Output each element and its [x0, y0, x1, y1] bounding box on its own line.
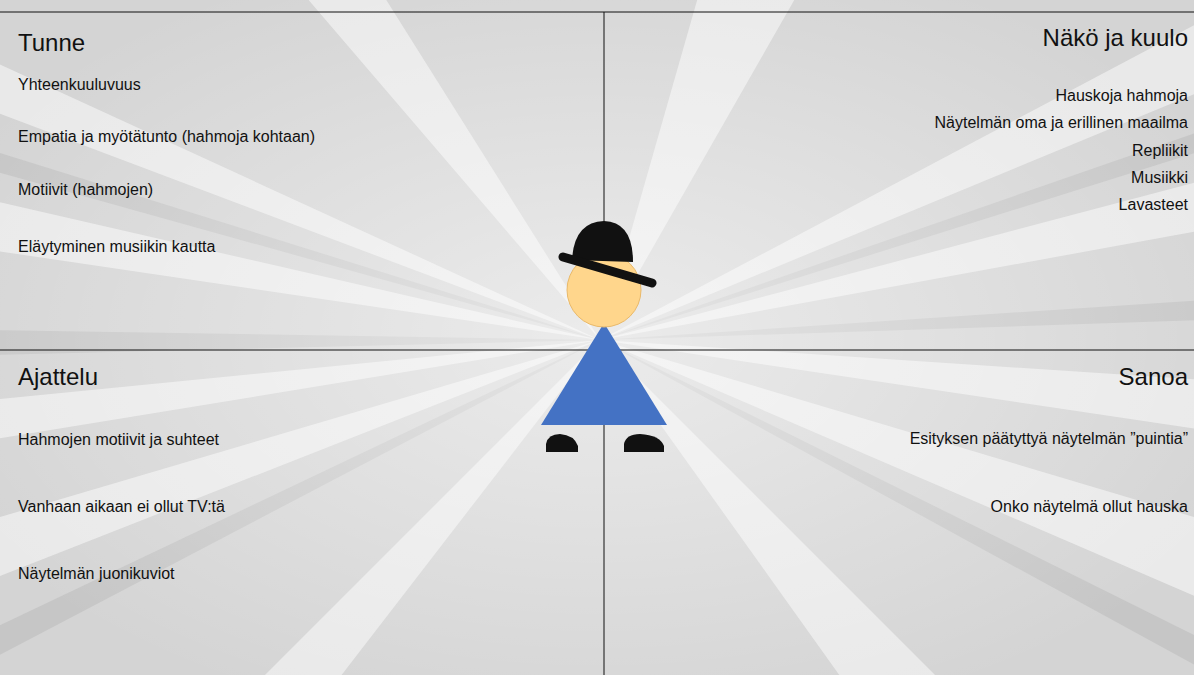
quadrant-item: Lavasteet: [611, 195, 1188, 214]
quadrant-item: Repliikit: [611, 141, 1188, 160]
quadrant-item: Eläytyminen musiikin kautta: [18, 237, 597, 256]
quadrant-heading: Näkö ja kuulo: [611, 24, 1188, 53]
quadrant-heading: Ajattelu: [18, 363, 597, 392]
quadrant-region: AjatteluHahmojen motiivit ja suhteetVanh…: [0, 351, 603, 675]
quadrant-item: Näytelmän oma ja erillinen maailma: [611, 113, 1188, 132]
quadrant-item: Hauskoja hahmoja: [611, 86, 1188, 105]
quadrant-item: Vanhaan aikaan ei ollut TV:tä: [18, 497, 597, 516]
quadrant-lines: [0, 12, 1194, 675]
quadrant-item: Onko näytelmä ollut hauska: [611, 497, 1188, 516]
right-shoe: [624, 434, 664, 452]
quadrant-item: Näytelmän juonikuviot: [18, 564, 597, 583]
quadrant-item: Esityksen päätyttyä näytelmän ”puintia”: [611, 429, 1188, 448]
quadrant-region: SanoaEsityksen päätyttyä näytelmän ”puin…: [605, 351, 1194, 675]
head-circle: [567, 253, 641, 327]
quadrant-item: Musiikki: [611, 168, 1188, 187]
quadrant-heading: Tunne: [18, 29, 597, 58]
quadrant-item: Empatia ja myötätunto (hahmoja kohtaan): [18, 127, 597, 146]
quadrant-heading: Sanoa: [611, 363, 1188, 392]
quadrant-item: Yhteenkuuluvuus: [18, 75, 597, 94]
left-shoe: [546, 434, 578, 452]
quadrant-item: Hahmojen motiivit ja suhteet: [18, 430, 597, 449]
hat-crown: [572, 221, 633, 262]
quadrant-item: Motiivit (hahmojen): [18, 180, 597, 199]
quadrant-region: TunneYhteenkuuluvuusEmpatia ja myötätunt…: [0, 13, 603, 349]
quadrant-region: Näkö ja kuuloHauskoja hahmojaNäytelmän o…: [605, 13, 1194, 349]
body-triangle: [541, 323, 667, 425]
hat-brim: [563, 257, 652, 283]
